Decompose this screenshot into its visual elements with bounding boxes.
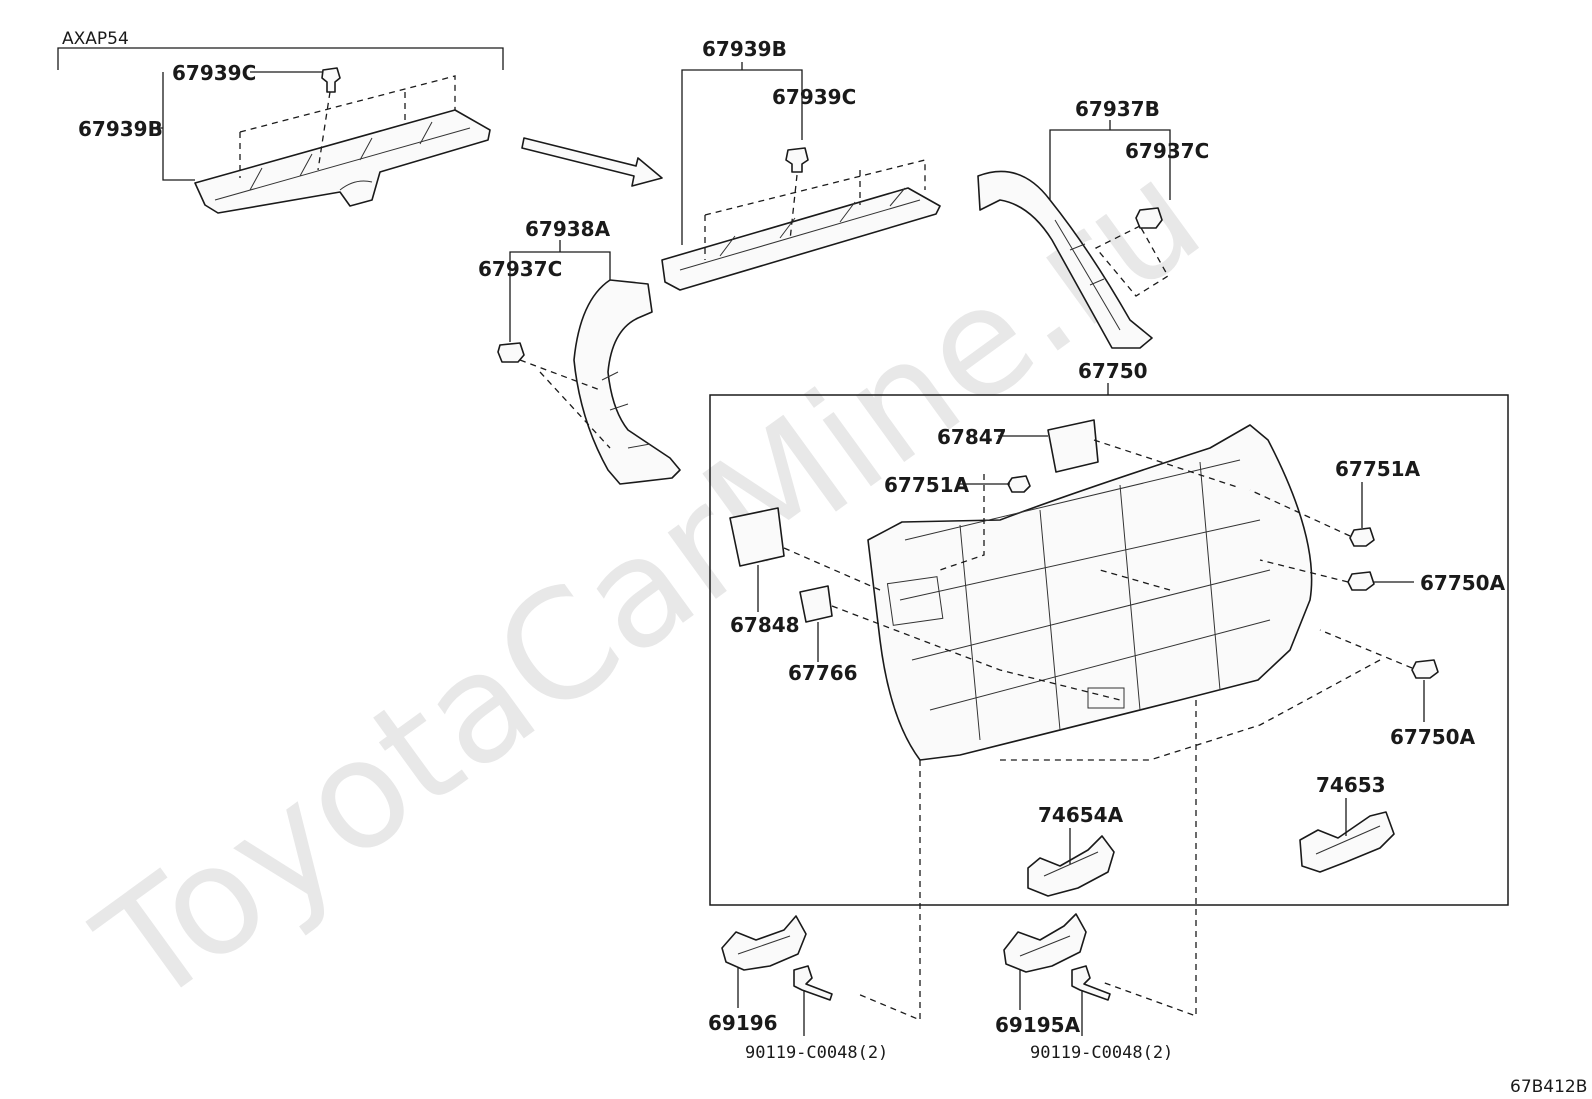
label-67939B-variant: 67939B xyxy=(78,117,163,141)
label-74654A: 74654A xyxy=(1038,803,1124,827)
label-67750: 67750 xyxy=(1078,359,1148,383)
label-67937C-left: 67937C xyxy=(478,257,562,281)
label-67939B: 67939B xyxy=(702,37,787,61)
label-67750A-right-lower: 67750A xyxy=(1390,725,1476,749)
cover-67848-part[interactable] xyxy=(729,507,785,567)
bracket-74654A-part[interactable] xyxy=(1027,835,1115,897)
label-67848: 67848 xyxy=(730,613,800,637)
direction-arrow xyxy=(521,137,663,187)
clip-67939C-variant[interactable] xyxy=(321,67,341,93)
label-67937C-right: 67937C xyxy=(1125,139,1209,163)
variant-label: AXAP54 xyxy=(62,29,129,49)
label-67751A-left: 67751A xyxy=(884,473,970,497)
label-67750A-right-upper: 67750A xyxy=(1420,571,1506,595)
label-74653: 74653 xyxy=(1316,773,1386,797)
label-67937B: 67937B xyxy=(1075,97,1160,121)
right-pillar-garnish-part[interactable] xyxy=(977,170,1153,349)
bolt-90119-right-part[interactable] xyxy=(1071,965,1111,1001)
clip-67937C-left[interactable] xyxy=(497,342,525,363)
label-67766: 67766 xyxy=(788,661,858,685)
upper-garnish-variant-part[interactable] xyxy=(194,109,491,214)
clip-67750A-right-upper[interactable] xyxy=(1347,571,1375,591)
bracket-69196-part[interactable] xyxy=(721,915,807,971)
diagram-code: 67B412B xyxy=(1510,1077,1587,1097)
label-67939C-variant: 67939C xyxy=(172,61,256,85)
label-67938A: 67938A xyxy=(525,217,611,241)
bracket-69195A-part[interactable] xyxy=(1003,913,1087,973)
label-69195A: 69195A xyxy=(995,1013,1081,1037)
bolt-90119-left-part[interactable] xyxy=(793,965,833,1001)
back-door-trim-board-part[interactable] xyxy=(867,424,1313,761)
label-67939C: 67939C xyxy=(772,85,856,109)
label-69196: 69196 xyxy=(708,1011,778,1035)
label-90119-left: 90119-C0048(2) xyxy=(745,1043,888,1063)
cover-67766-part[interactable] xyxy=(799,585,833,623)
upper-back-door-garnish-part[interactable] xyxy=(661,187,941,291)
label-90119-right: 90119-C0048(2) xyxy=(1030,1043,1173,1063)
label-67751A-right: 67751A xyxy=(1335,457,1421,481)
bracket-74653-part[interactable] xyxy=(1299,811,1395,873)
back-door-trim-board-group xyxy=(709,394,1509,906)
clip-67751A-left[interactable] xyxy=(1007,475,1031,493)
clip-67939C[interactable] xyxy=(785,147,809,173)
clip-67751A-right[interactable] xyxy=(1349,527,1375,547)
cover-67847-part[interactable] xyxy=(1047,419,1099,473)
left-pillar-garnish-part[interactable] xyxy=(573,279,681,485)
clip-67750A-right-lower[interactable] xyxy=(1411,659,1439,679)
clip-67937C-right[interactable] xyxy=(1135,207,1163,229)
label-67847: 67847 xyxy=(937,425,1007,449)
variant-bracket xyxy=(57,47,504,70)
